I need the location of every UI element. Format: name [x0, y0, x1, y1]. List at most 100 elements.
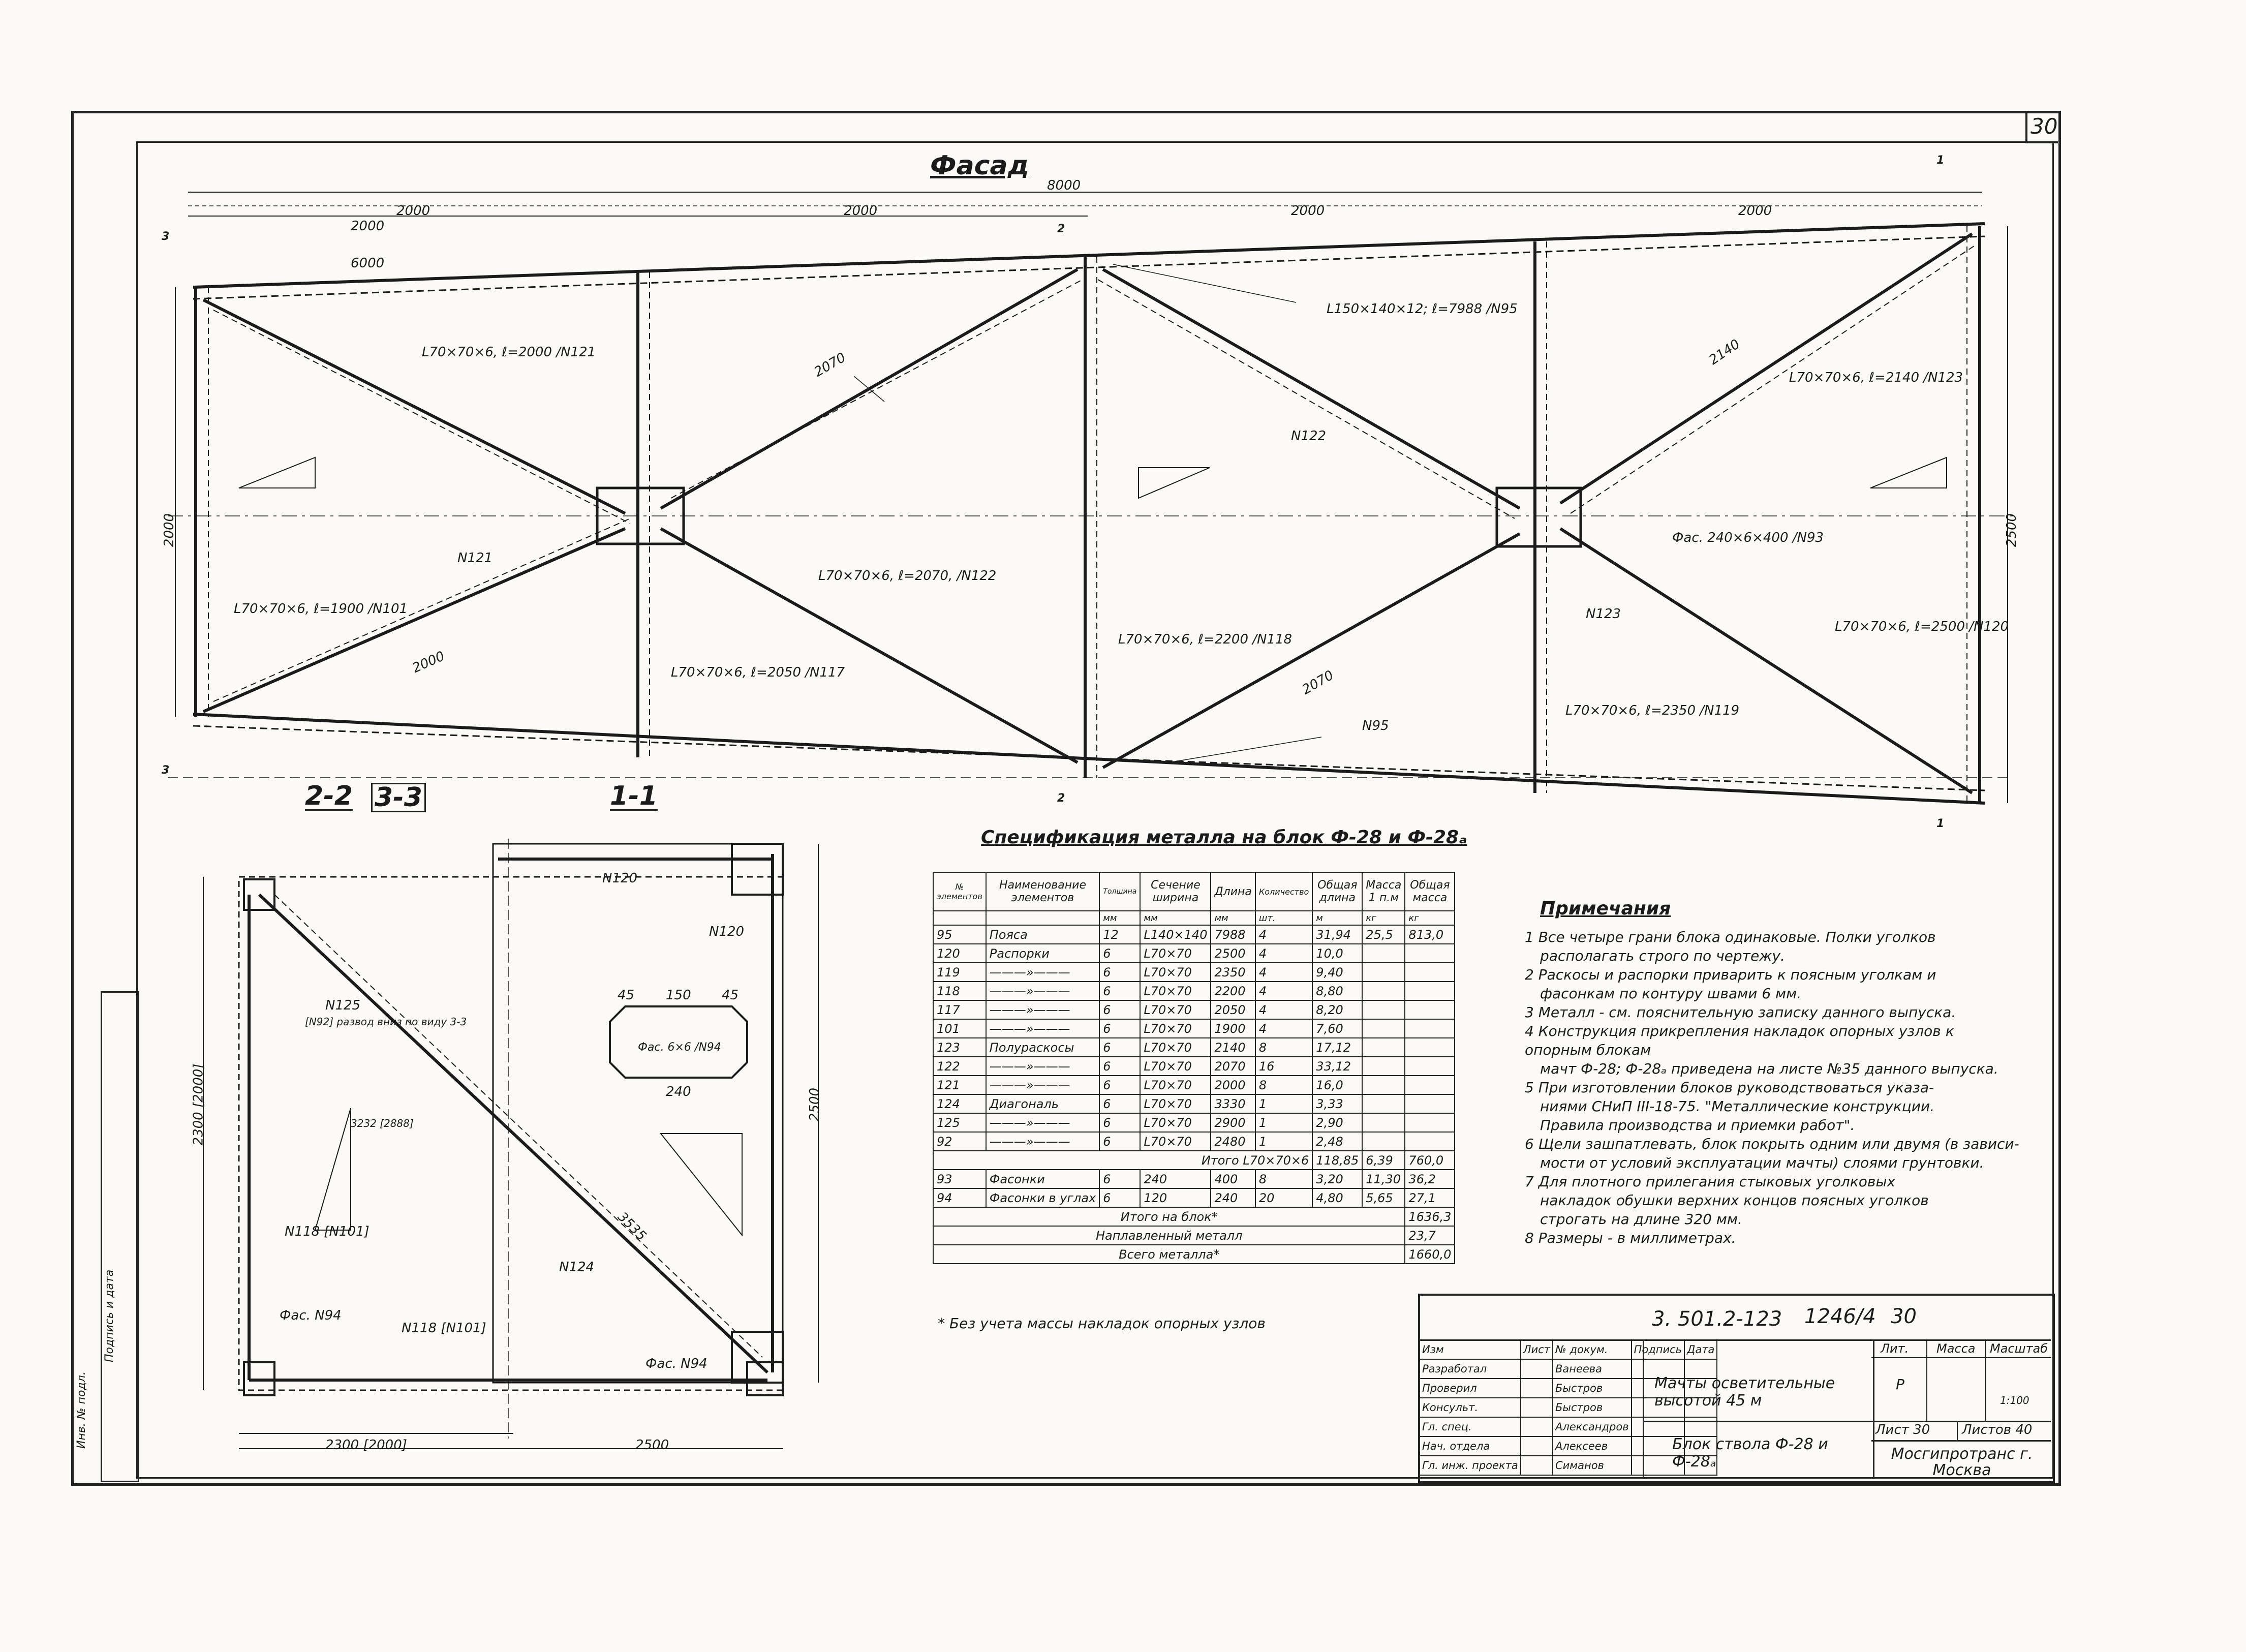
- spec-cell: 7988: [1210, 925, 1256, 944]
- spec-cell: 11,30: [1362, 1169, 1406, 1189]
- signature-cell: [1520, 1417, 1553, 1437]
- spec-cell: L70×70: [1140, 1037, 1212, 1057]
- spec-cell: 5,65: [1362, 1188, 1406, 1208]
- spec-cell: 120: [1140, 1188, 1212, 1208]
- spec-cell: 1900: [1210, 1019, 1256, 1038]
- spec-cell: 31,94: [1312, 925, 1363, 944]
- spec-cell: 2900: [1210, 1113, 1256, 1133]
- spec-cell: L70×70: [1140, 1094, 1212, 1114]
- spec-cell: 2140: [1210, 1037, 1256, 1057]
- spec-cell: ———»———: [985, 1131, 1100, 1151]
- list-row: [1871, 1421, 2051, 1442]
- doc-sheet: 30: [1891, 1305, 1917, 1328]
- signature-cell: Симанов: [1552, 1455, 1632, 1476]
- sec11-label-n124: N124: [559, 1260, 595, 1275]
- sheet-number-corner: 30: [2030, 114, 2058, 139]
- spec-cell: [1404, 943, 1456, 963]
- section-mark-1a: 1: [1936, 154, 1945, 167]
- label-n95-chord: L150×140×12; ℓ=7988 /N95: [1327, 301, 1518, 317]
- spec-cell: 6: [1099, 1094, 1141, 1114]
- spec-cell: 2200: [1210, 981, 1256, 1001]
- signature-cell: [1630, 1417, 1685, 1437]
- spec-cell: L70×70: [1140, 943, 1212, 963]
- spec-cell: 93: [933, 1169, 987, 1189]
- spec-cell: 101: [933, 1019, 987, 1038]
- signature-cell: [1520, 1359, 1553, 1379]
- spec-cell: L70×70: [1140, 1113, 1212, 1133]
- spec-cell: [1404, 1094, 1456, 1114]
- spec-cell: 10,0: [1312, 943, 1363, 963]
- sec22-dim-left: 2300 [2000]: [191, 1063, 206, 1146]
- outer-frame: [71, 111, 2061, 1486]
- spec-cell: 4: [1254, 981, 1313, 1001]
- lit-grid-v1: [1926, 1339, 1927, 1421]
- spec-cell: [1362, 1019, 1406, 1038]
- sec22-dim-bottom: 2300 [2000]: [325, 1437, 407, 1453]
- label-n101: L70×70×6, ℓ=1900 /N101: [234, 601, 408, 617]
- title-project: Мачты осветительные высотой 45 м: [1654, 1374, 1835, 1410]
- spec-cell: 125: [933, 1113, 987, 1133]
- sec11-dim-45a: 45: [618, 988, 635, 1003]
- lit-value: Р: [1896, 1376, 1904, 1393]
- spec-cell: 2050: [1210, 1000, 1256, 1020]
- spec-cell: 2500: [1210, 943, 1256, 963]
- title-drawing: Блок ствола Ф-28 и Ф-28ₐ: [1672, 1435, 1828, 1471]
- note-line: 4 Конструкция прикрепления накладок опор…: [1525, 1023, 1954, 1058]
- spec-cell: Распорки: [985, 943, 1100, 963]
- signature-cell: [1684, 1397, 1718, 1418]
- note-line: 7 Для плотного прилегания стыковых уголк…: [1525, 1173, 1896, 1190]
- spec-cell: 36,2: [1404, 1169, 1456, 1189]
- spec-cell: 3330: [1210, 1094, 1256, 1114]
- label-n123-top: L70×70×6, ℓ=2140 /N123: [1789, 370, 1963, 385]
- list-number: Лист 30: [1875, 1422, 1930, 1437]
- signature-cell: [1630, 1455, 1685, 1476]
- spec-cell: 240: [1140, 1169, 1212, 1189]
- signature-cell: Дата: [1684, 1339, 1718, 1360]
- note-line: 6 Щели зашпатлевать, блок покрыть одним …: [1525, 1136, 2019, 1152]
- spec-cell: 120: [933, 943, 987, 963]
- lit-grid: [1871, 1339, 2051, 1422]
- spec-cell: 400: [1210, 1169, 1256, 1189]
- spec-cell: 121: [933, 1075, 987, 1095]
- spec-cell: [1404, 962, 1456, 982]
- spec-title: Спецификация металла на блок Ф-28 и Ф-28…: [981, 827, 1467, 848]
- spec-cell: L70×70: [1140, 1075, 1212, 1095]
- spec-cell: L70×70: [1140, 962, 1212, 982]
- spec-cell: 6: [1099, 1037, 1141, 1057]
- sec22-dim-diag: 3232 [2888]: [351, 1117, 414, 1129]
- spec-cell: L70×70: [1140, 1056, 1212, 1076]
- signature-cell: Быстров: [1552, 1397, 1632, 1418]
- facade-dim-bay-2: 2000: [844, 203, 878, 219]
- title-cell: [1643, 1339, 1874, 1479]
- spec-cell: ———»———: [985, 1000, 1100, 1020]
- title-divider: [1643, 1421, 1871, 1422]
- spec-cell: 6: [1099, 1019, 1141, 1038]
- spec-cell: [1362, 1075, 1406, 1095]
- facade-dim-bay-1: 2000: [396, 203, 430, 219]
- note-line: 8 Размеры - в миллиметрах.: [1525, 1230, 1736, 1246]
- note-line: располагать строго по чертежу.: [1540, 947, 1785, 964]
- spec-header-length: Длина: [1210, 872, 1256, 911]
- lit-grid-v2: [1985, 1339, 1986, 1421]
- facade-dim-sub-2: 6000: [351, 256, 385, 271]
- spec-header-mass: Общая масса: [1404, 872, 1456, 911]
- signature-cell: Изм: [1419, 1339, 1521, 1360]
- spec-cell: [1404, 1000, 1456, 1020]
- spec-cell: 8: [1254, 1169, 1313, 1189]
- note-line: ниями СНиП III-18-75. "Металлические кон…: [1540, 1098, 1935, 1115]
- section-mark-3b: 3: [162, 764, 170, 777]
- spec-cell: 4: [1254, 1019, 1313, 1038]
- spec-cell: 2350: [1210, 962, 1256, 982]
- spec-cell: 2,90: [1312, 1113, 1363, 1133]
- section-mark-1b: 1: [1936, 817, 1945, 830]
- spec-cell: 92: [933, 1131, 987, 1151]
- side-stamp: [101, 991, 139, 1482]
- facade-dim-bay-4: 2000: [1738, 203, 1772, 219]
- facade-dim-sub-1: 2000: [351, 219, 385, 234]
- sec22-label-n124: N124: [559, 1260, 595, 1275]
